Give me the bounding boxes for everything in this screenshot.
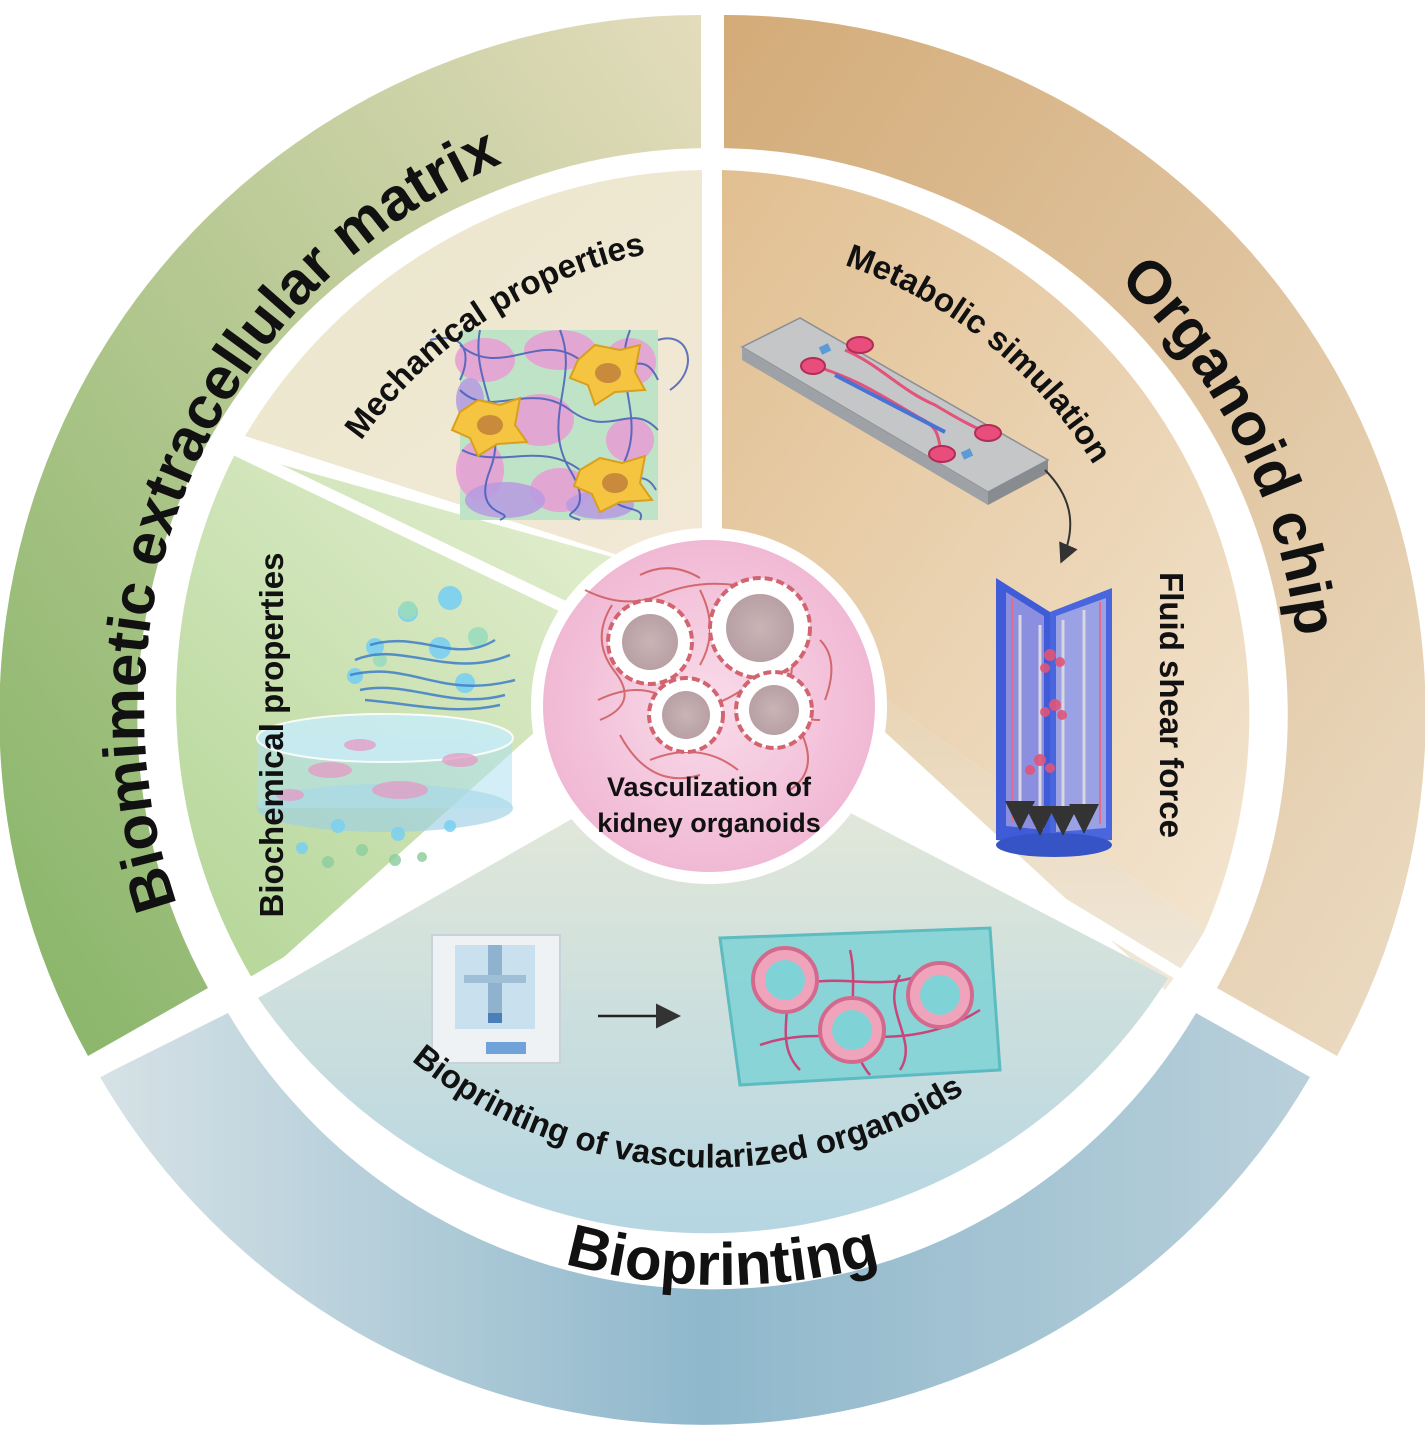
center-label-line1: Vasculization of (607, 772, 812, 802)
biochemical-label: Biochemical properties (253, 553, 290, 918)
divider (846, 769, 1184, 981)
cell (568, 343, 647, 407)
bioprinting-ring-segment (100, 1013, 1310, 1425)
center-label-line2: kidney organoids (597, 808, 821, 838)
center-circle: Vasculization of kidney organoids (531, 528, 887, 884)
printed-organoid (818, 996, 886, 1064)
chip-ring-segment (724, 14, 1425, 1056)
vessel-channel-illustration (996, 578, 1112, 857)
cell (572, 454, 654, 514)
outer-ring (0, 14, 1425, 1425)
hydrogel-scaffold-illustration (256, 586, 516, 868)
ring-divider (1196, 988, 1351, 1086)
divider (236, 794, 564, 996)
bioprinting-sector (258, 740, 1168, 1234)
ecm-mesh-illustration (429, 329, 689, 521)
printed-organoid (751, 946, 819, 1014)
organoid-1 (606, 598, 694, 686)
bioprinter-illustration (431, 934, 681, 1064)
divider (225, 440, 578, 618)
cell (450, 396, 529, 458)
ecm-ring-segment (0, 14, 701, 1056)
vascularized-tissue-illustration (718, 926, 1002, 1087)
organoid-4 (734, 670, 814, 750)
organoid-2 (708, 576, 812, 680)
ring-boundary (148, 148, 1276, 1276)
microfluidic-chip-illustration (740, 317, 1078, 564)
printed-organoid (906, 961, 974, 1029)
organoid-3 (647, 676, 725, 754)
ring-divider (74, 988, 228, 1086)
fluid-label: Fluid shear force (1153, 572, 1190, 838)
